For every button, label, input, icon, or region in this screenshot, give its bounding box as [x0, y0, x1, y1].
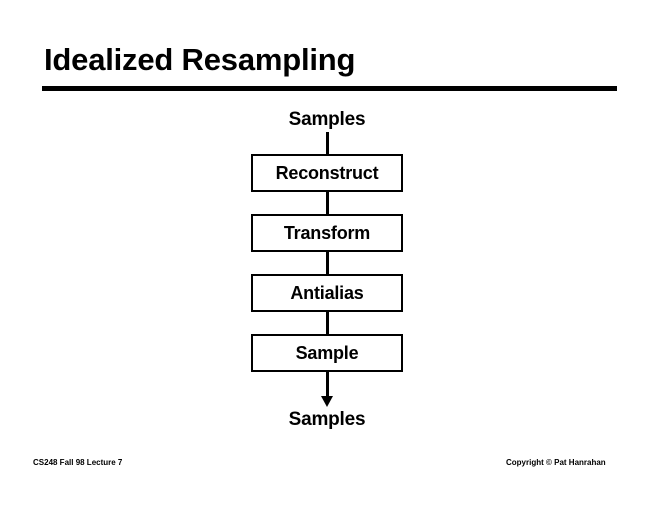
flow-output-label: Samples — [288, 409, 366, 430]
footer-course-info: CS248 Fall 98 Lecture 7 — [33, 458, 123, 467]
resampling-flowchart: Samples Reconstruct Transform Antialias … — [251, 108, 403, 432]
connector-line-input — [251, 132, 403, 154]
arrow-down-icon — [251, 372, 403, 408]
arrow-head — [321, 396, 333, 407]
arrow-shaft — [325, 372, 329, 398]
flow-step-label: Transform — [283, 223, 371, 243]
flow-step-antialias[interactable]: Antialias — [251, 274, 403, 312]
flow-step-label: Antialias — [290, 283, 364, 303]
connector-line-3 — [251, 312, 403, 334]
connector-line-1 — [251, 192, 403, 214]
flow-input-label: Samples — [288, 109, 366, 130]
footer-copyright: Copyright © Pat Hanrahan — [506, 458, 606, 467]
flow-step-label: Reconstruct — [275, 163, 379, 183]
page-title: Idealized Resampling — [44, 42, 356, 77]
connector-line-2 — [251, 252, 403, 274]
flow-step-label: Sample — [295, 343, 359, 363]
flow-step-sample[interactable]: Sample — [251, 334, 403, 372]
title-divider — [42, 86, 617, 91]
flow-step-reconstruct[interactable]: Reconstruct — [251, 154, 403, 192]
flow-step-transform[interactable]: Transform — [251, 214, 403, 252]
